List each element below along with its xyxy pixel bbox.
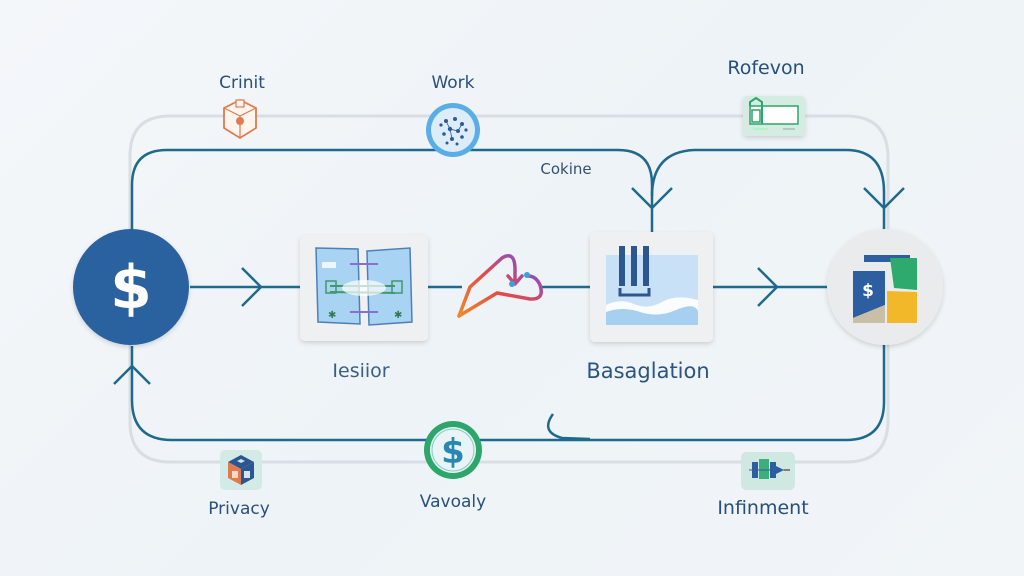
privacy-item[interactable] bbox=[220, 450, 262, 490]
svg-text:✱: ✱ bbox=[328, 310, 336, 321]
filter-columns-water-icon bbox=[606, 246, 698, 325]
top-flow-line bbox=[130, 148, 654, 232]
svg-text:✱: ✱ bbox=[394, 310, 402, 321]
isometric-cube-icon bbox=[228, 455, 254, 485]
work-item[interactable] bbox=[426, 103, 480, 157]
rofevon-item[interactable] bbox=[743, 96, 805, 136]
arrow-right-icon bbox=[241, 267, 263, 307]
arrow-down-icon bbox=[863, 187, 905, 210]
circuit-device-icon bbox=[749, 459, 790, 479]
outer-loop-line bbox=[128, 114, 890, 464]
step1-node[interactable]: ✱ ✱ bbox=[300, 235, 428, 341]
hook-mark-icon bbox=[546, 413, 591, 441]
arrow-down-icon bbox=[631, 187, 673, 210]
dollar-sign-icon: $ bbox=[110, 253, 152, 323]
crinit-label: Crinit bbox=[219, 73, 265, 93]
dollar-chart-blocks-icon: $ bbox=[853, 255, 917, 323]
top-right-flow-line bbox=[650, 148, 886, 230]
step1-label: Iesiior bbox=[332, 360, 390, 382]
network-dots-icon bbox=[426, 103, 480, 157]
work-label: Work bbox=[431, 73, 475, 93]
crinit-item[interactable] bbox=[223, 98, 257, 140]
svg-text:$: $ bbox=[862, 281, 874, 301]
store-document-icon bbox=[743, 96, 805, 136]
rofevon-label: Rofevon bbox=[727, 57, 805, 79]
end-node[interactable]: $ bbox=[827, 229, 943, 345]
arrow-up-icon bbox=[113, 364, 151, 385]
split-document-map-icon: ✱ ✱ bbox=[315, 247, 413, 326]
bottom-flow-line bbox=[130, 342, 886, 442]
step2-label: Basaglation bbox=[586, 359, 710, 383]
dollar-coin-icon: $ bbox=[424, 421, 482, 479]
cokine-label: Cokine bbox=[540, 160, 592, 178]
vavoaly-label: Vavoaly bbox=[419, 492, 487, 512]
infinment-item[interactable] bbox=[741, 452, 795, 490]
curved-path-arrow-icon bbox=[457, 254, 543, 318]
vavoaly-item[interactable]: $ bbox=[424, 421, 482, 479]
arrow-right-icon bbox=[757, 267, 779, 307]
svg-text:$: $ bbox=[441, 432, 465, 472]
infinment-label: Infinment bbox=[717, 497, 809, 519]
privacy-label: Privacy bbox=[208, 499, 270, 519]
start-node[interactable]: $ bbox=[73, 229, 189, 345]
step2-node[interactable] bbox=[590, 232, 713, 342]
security-cube-icon bbox=[223, 98, 257, 140]
